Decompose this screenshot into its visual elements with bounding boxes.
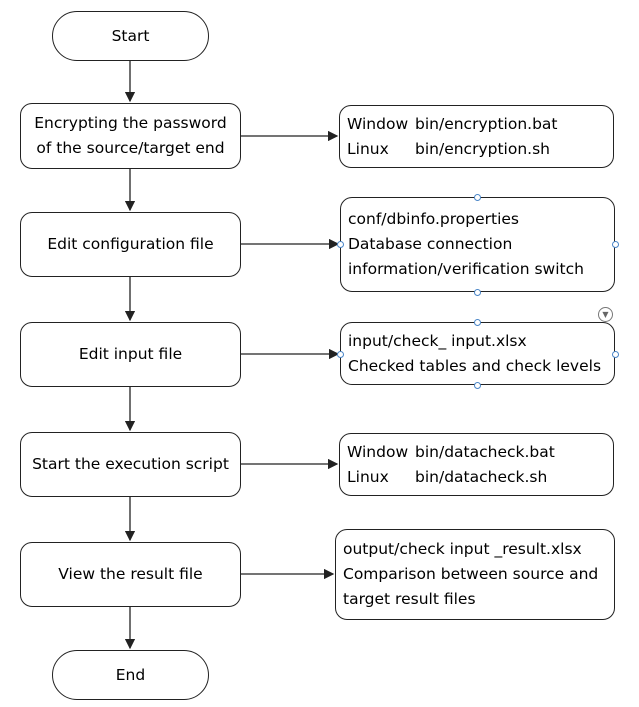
resize-handle-top[interactable] [474,319,481,326]
start-label: Start [111,26,150,45]
note-datacheck-line2: Linux bin/datacheck.sh [347,465,613,490]
resize-handle-bottom[interactable] [474,289,481,296]
step-view-result-label: View the result file [58,565,203,583]
step-encrypt-password: Encrypting the password of the source/ta… [20,103,241,169]
step-encrypt-line1: Encrypting the password [34,114,227,132]
note-encryption-line2: Linux bin/encryption.sh [347,137,613,162]
script-path: bin/datacheck.sh [415,467,548,486]
step-edit-config: Edit configuration file [20,212,241,277]
resize-handle-left[interactable] [337,351,344,358]
note-dbinfo-line2: Database connection [348,235,513,253]
step-edit-config-label: Edit configuration file [47,235,214,253]
script-path: bin/encryption.sh [415,139,550,158]
note-result-line2: Comparison between source and [343,565,599,583]
note-encryption-line1: Window bin/encryption.bat [347,112,613,137]
os-label-window: Window [347,114,409,133]
note-dbinfo[interactable]: conf/dbinfo.properties Database connecti… [340,197,615,292]
note-dbinfo-line3: information/verification switch [348,260,584,278]
start-node: Start [52,11,209,61]
resize-handle-left[interactable] [337,241,344,248]
step-view-result: View the result file [20,542,241,607]
resize-handle-right[interactable] [612,351,619,358]
note-result-xlsx: output/check input _result.xlsx Comparis… [335,529,615,620]
resize-handle-right[interactable] [612,241,619,248]
note-result-line1: output/check input _result.xlsx [343,540,582,558]
step-start-execution-label: Start the execution script [32,455,229,473]
os-label-linux: Linux [347,139,389,158]
end-label: End [115,665,146,684]
os-label-linux: Linux [347,467,389,486]
resize-handle-bottom[interactable] [474,382,481,389]
script-path: bin/encryption.bat [415,114,558,133]
os-label-window: Window [347,442,409,461]
note-datacheck-line1: Window bin/datacheck.bat [347,440,613,465]
note-input-xlsx[interactable]: input/check_ input.xlsx Checked tables a… [340,322,615,385]
note-dbinfo-line1: conf/dbinfo.properties [348,210,520,228]
step-encrypt-line2: of the source/target end [36,139,225,157]
step-edit-input: Edit input file [20,322,241,387]
chevron-down-icon[interactable]: ▼ [598,307,613,322]
script-path: bin/datacheck.bat [415,442,555,461]
note-encryption-scripts: Window bin/encryption.bat Linux bin/encryp… [339,105,614,168]
note-result-line3: target result files [343,590,476,608]
step-start-execution: Start the execution script [20,432,241,497]
step-edit-input-label: Edit input file [78,345,183,363]
note-input-line2: Checked tables and check levels [348,356,602,375]
note-input-line1: input/check_ input.xlsx [348,331,527,350]
end-node: End [52,650,209,700]
resize-handle-top[interactable] [474,194,481,201]
note-datacheck-scripts: Window bin/datacheck.bat Linux bin/datache… [339,433,614,496]
